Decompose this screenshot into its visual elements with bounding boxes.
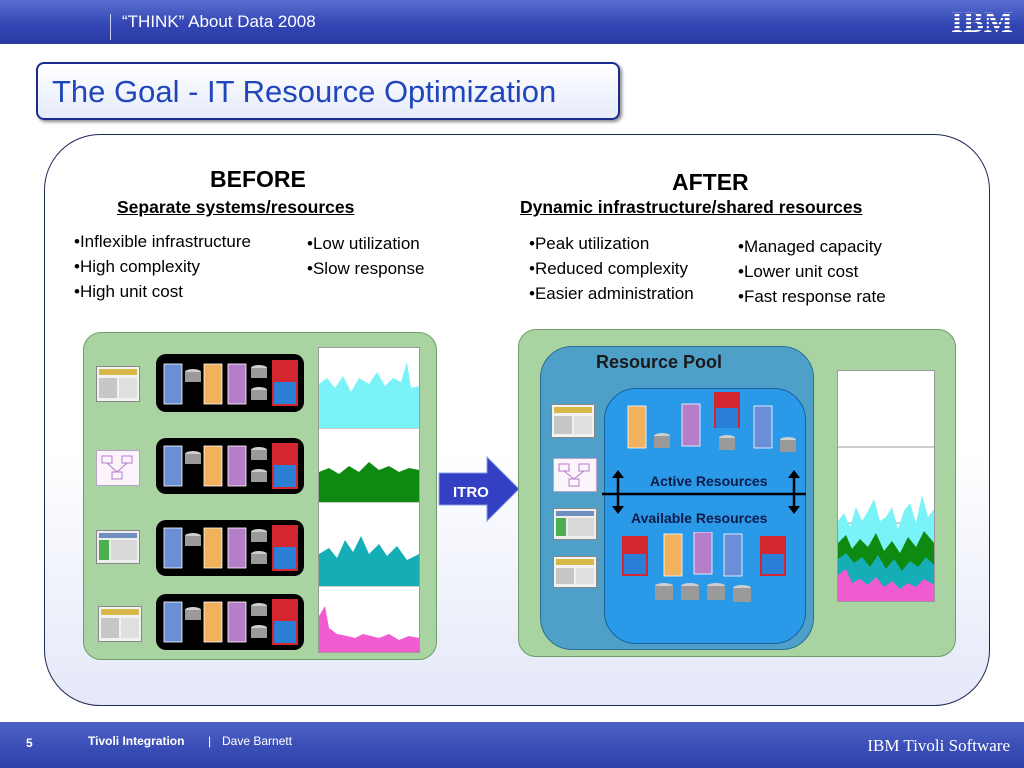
app-thumbnail-icon: [96, 366, 140, 402]
bullet-item: High unit cost: [74, 279, 251, 304]
footer-author: Dave Barnett: [222, 734, 293, 748]
resource-pool-title: Resource Pool: [596, 352, 723, 372]
diagram-thumbnail-icon: [553, 458, 597, 492]
slide-title: The Goal - IT Resource Optimization: [52, 74, 557, 109]
resource-divider-icon: [598, 468, 810, 516]
after-heading: AFTER: [672, 169, 749, 195]
bullet-item: Low utilization: [307, 231, 424, 256]
bullet-item: Peak utilization: [529, 231, 694, 256]
active-resources-label: Active Resources: [650, 473, 768, 489]
footer-separator: |: [208, 734, 212, 748]
active-servers-icon: [626, 392, 802, 462]
footer-product: Tivoli Integration: [88, 734, 185, 748]
server-rack: [156, 520, 304, 576]
slide-title-box: The Goal - IT Resource Optimization: [36, 62, 620, 120]
available-servers-icon: [620, 532, 792, 608]
console-thumbnail-icon: [96, 530, 140, 564]
svg-text:IBM: IBM: [951, 6, 1013, 36]
page-number: 5: [26, 736, 33, 750]
header-bar: “THINK” About Data 2008 IBM: [0, 0, 1024, 44]
app-thumbnail-icon: [98, 606, 142, 642]
conference-title: “THINK” About Data 2008: [122, 12, 316, 31]
app-thumbnail-icon: [553, 556, 597, 588]
after-subheading: Dynamic infrastructure/shared resources: [520, 197, 863, 217]
server-rack: [156, 438, 304, 494]
before-subheading: Separate systems/resources: [117, 197, 355, 217]
ibm-logo-icon: IBM: [951, 6, 1013, 36]
bullet-item: Managed capacity: [738, 234, 886, 259]
bullet-item: High complexity: [74, 254, 251, 279]
available-resources-label: Available Resources: [631, 510, 768, 526]
itro-arrow-icon: [437, 455, 521, 523]
bullet-item: Inflexible infrastructure: [74, 229, 251, 254]
bullet-item: Slow response: [307, 256, 425, 281]
bullet-item: Easier administration: [529, 281, 694, 306]
after-bullets-left: Peak utilization Reduced complexity Easi…: [529, 231, 694, 306]
itro-label: ITRO: [453, 484, 489, 501]
header-divider: [110, 14, 111, 40]
bullet-item: Lower unit cost: [738, 259, 886, 284]
app-thumbnail-icon: [551, 404, 595, 438]
bullet-item: Reduced complexity: [529, 256, 694, 281]
bullet-item: Fast response rate: [738, 284, 886, 309]
utilization-chart-strips: [318, 347, 420, 653]
after-bullets-right: Managed capacity Lower unit cost Fast re…: [738, 234, 886, 309]
console-thumbnail-icon: [553, 508, 597, 540]
before-bullets-right: Low utilization Slow response: [307, 231, 425, 281]
combined-utilization-chart: [837, 370, 935, 602]
before-heading: BEFORE: [210, 166, 306, 192]
footer-brand: IBM Tivoli Software: [867, 736, 1010, 755]
server-rack: [156, 354, 304, 412]
diagram-thumbnail-icon: [96, 450, 140, 486]
footer-bar: 5 Tivoli Integration | Dave Barnett IBM …: [0, 722, 1024, 768]
before-bullets-left: Inflexible infrastructure High complexit…: [74, 229, 251, 304]
server-rack: [156, 594, 304, 650]
